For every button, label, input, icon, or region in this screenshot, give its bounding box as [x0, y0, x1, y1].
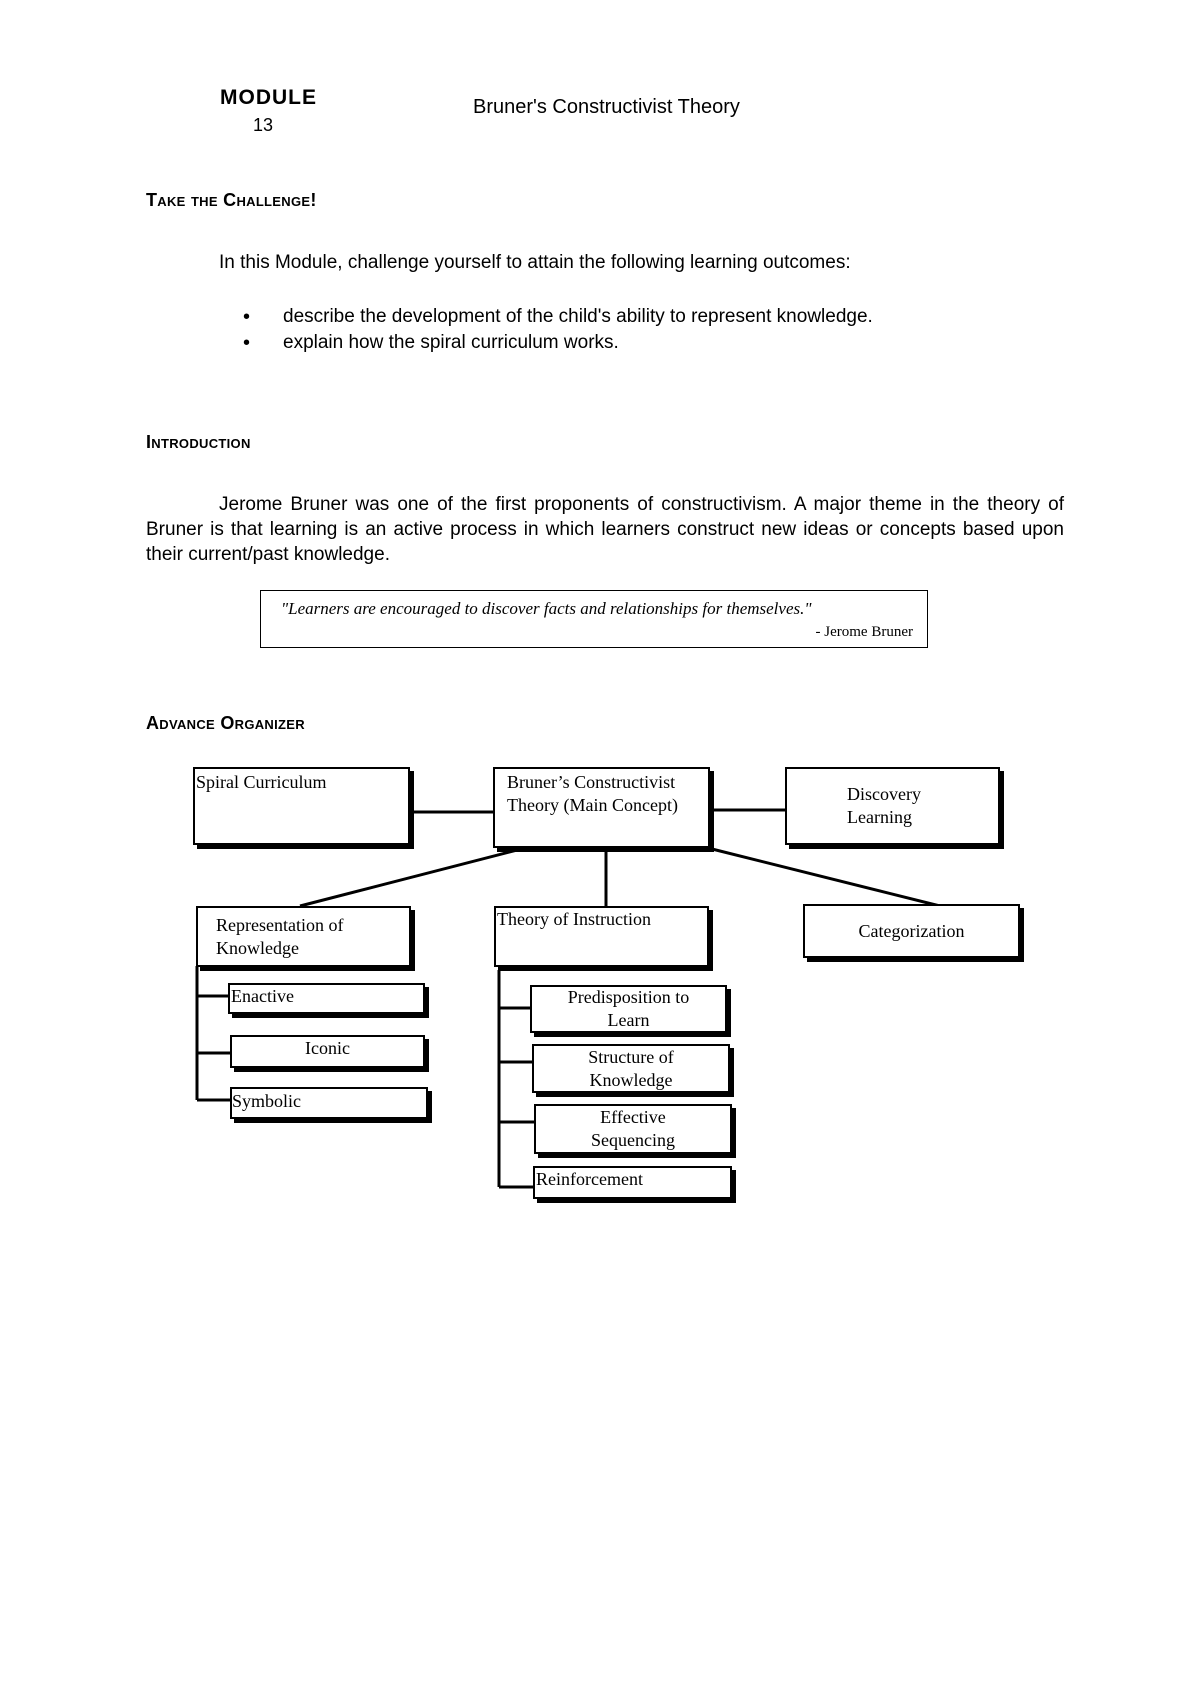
introduction-paragraph: Jerome Bruner was one of the first propo…: [146, 494, 1064, 565]
outcomes-list: describe the development of the child's …: [243, 304, 873, 356]
representation-line: Representation of: [216, 915, 344, 935]
structure-of-knowledge-line: Knowledge: [589, 1069, 673, 1090]
challenge-heading: Take the Challenge!: [146, 190, 317, 210]
effective-sequencing-line: Effective: [600, 1107, 666, 1127]
structure-of-knowledge-line: Structure of: [588, 1046, 674, 1067]
reinforcement-label: Reinforcement: [536, 1169, 643, 1189]
main-concept-box: Bruner’s Constructivist Theory (Main Con…: [493, 767, 710, 848]
quote-author: - Jerome Bruner: [815, 624, 913, 640]
module-number: 13: [253, 115, 274, 135]
enactive-box: Enactive: [228, 983, 425, 1014]
symbolic-box: Symbolic: [230, 1087, 428, 1119]
discovery-learning-box: Discovery Learning: [785, 767, 1000, 845]
structure-of-knowledge-box: Structure of Knowledge: [532, 1044, 730, 1093]
iconic-label: Iconic: [305, 1038, 350, 1058]
reinforcement-box: Reinforcement: [533, 1166, 732, 1199]
introduction-heading: Introduction: [146, 432, 251, 452]
representation-box: Representation of Knowledge: [196, 906, 411, 967]
spiral-curriculum-label: Spiral Curriculum: [196, 772, 327, 792]
predisposition-box: Predisposition to Learn: [530, 985, 727, 1033]
theory-of-instruction-box: Theory of Instruction: [494, 906, 709, 967]
effective-sequencing-line: Sequencing: [591, 1130, 675, 1150]
discovery-learning-line: Discovery: [847, 784, 921, 804]
representation-line: Knowledge: [216, 938, 299, 958]
spiral-curriculum-box: Spiral Curriculum: [193, 767, 410, 845]
module-title: Bruner's Constructivist Theory: [473, 96, 740, 118]
symbolic-label: Symbolic: [232, 1091, 302, 1111]
quote-box: "Learners are encouraged to discover fac…: [260, 590, 928, 648]
iconic-box: Iconic: [230, 1035, 425, 1068]
discovery-learning-line: Learning: [847, 807, 912, 827]
theory-of-instruction-label: Theory of Instruction: [497, 909, 651, 929]
main-concept-line: Theory (Main Concept): [507, 795, 678, 815]
module-label: MODULE: [220, 86, 317, 109]
main-concept-line: Bruner’s Constructivist: [507, 772, 676, 792]
outcome-item: explain how the spiral curriculum works.: [243, 330, 873, 356]
advance-organizer-heading: Advance Organizer: [146, 713, 305, 733]
predisposition-line: Learn: [607, 1010, 650, 1030]
quote-text: "Learners are encouraged to discover fac…: [281, 599, 812, 618]
categorization-box: Categorization: [803, 904, 1020, 958]
outcomes-lead: In this Module, challenge yourself to at…: [219, 252, 851, 273]
predisposition-line: Predisposition to: [567, 987, 690, 1007]
outcome-item: describe the development of the child's …: [243, 304, 873, 330]
categorization-label: Categorization: [858, 920, 965, 941]
effective-sequencing-box: Effective Sequencing: [534, 1104, 732, 1154]
enactive-label: Enactive: [231, 986, 294, 1006]
